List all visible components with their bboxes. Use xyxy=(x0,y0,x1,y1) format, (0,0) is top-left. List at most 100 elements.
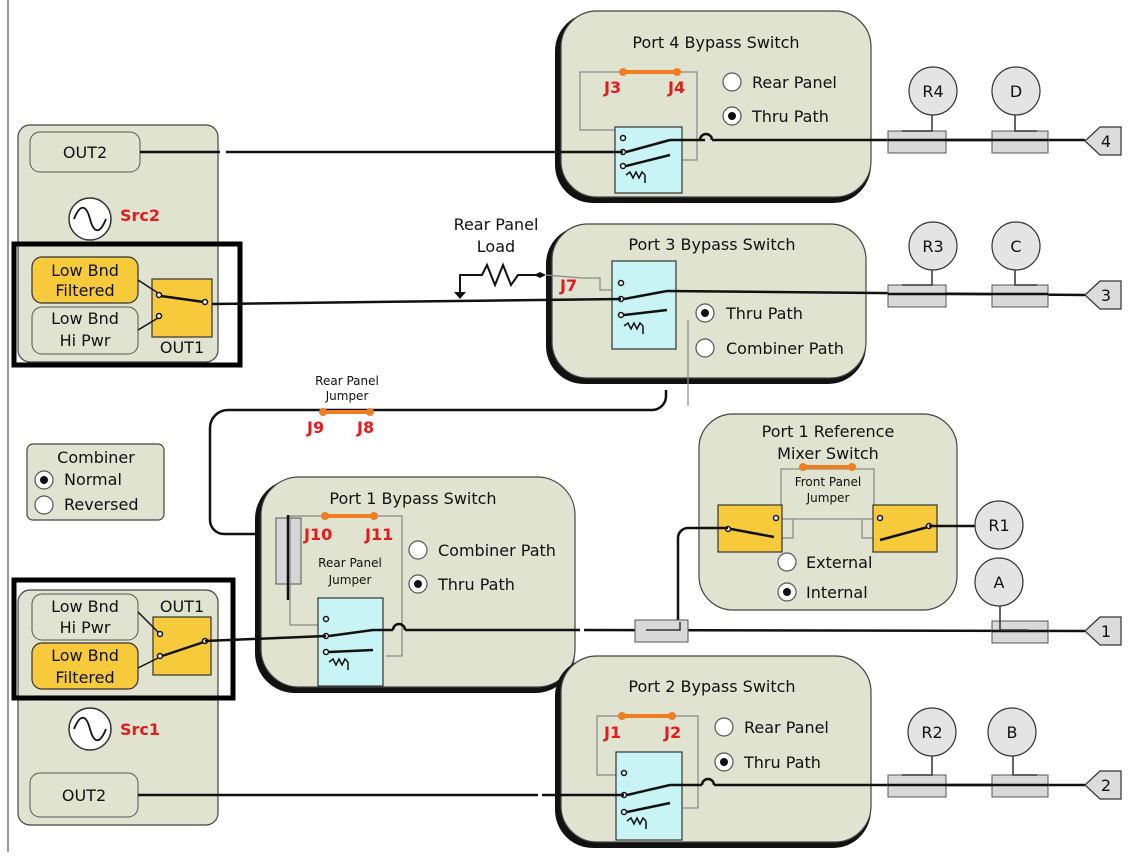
receiver-c-label: C xyxy=(1010,237,1021,256)
src1-name: Src1 xyxy=(120,720,160,739)
src2-filtered-line2: Filtered xyxy=(55,281,114,300)
ref-mixer-radio-external[interactable] xyxy=(777,552,797,572)
receiver-r1[interactable]: R1 xyxy=(974,500,1024,550)
port3-bypass-switch[interactable]: Port 3 Bypass Switch J7 Thru Path Combin… xyxy=(546,223,867,406)
src2-filtered-line1: Low Bnd xyxy=(51,261,119,280)
src1-hipwr-line1: Low Bnd xyxy=(51,597,119,616)
ref-jumper-line1: Front Panel xyxy=(795,475,862,489)
port2-bypass-switch[interactable]: Port 2 Bypass Switch J1 J2 Rear Panel Th… xyxy=(555,655,872,848)
src1-low-band-hi-pwr[interactable] xyxy=(31,593,139,641)
src2-out1-switch xyxy=(151,278,213,338)
src2-hipwr-line1: Low Bnd xyxy=(51,309,119,328)
port-2-connector[interactable]: 2 xyxy=(1084,770,1122,800)
port4-jack-right: J4 xyxy=(667,78,685,97)
receiver-r1-label: R1 xyxy=(988,516,1009,535)
rear-jumper-line1: Rear Panel xyxy=(315,374,379,388)
receiver-r2[interactable]: R2 xyxy=(907,707,957,757)
receiver-b-label: B xyxy=(1007,723,1018,742)
port1-jumper-line2: Jumper xyxy=(328,573,372,587)
src1-out2-label: OUT2 xyxy=(62,786,106,805)
port4-jack-left: J3 xyxy=(603,78,621,97)
src2-low-band-hi-pwr[interactable] xyxy=(31,306,139,355)
src1-source-box: Low Bnd Hi Pwr Low Bnd Filtered OUT1 Src… xyxy=(11,577,236,826)
ref-mixer-title2: Mixer Switch xyxy=(777,444,879,463)
receiver-r3[interactable]: R3 xyxy=(908,221,958,271)
receiver-a[interactable]: A xyxy=(974,557,1024,607)
port4-opt1: Rear Panel xyxy=(752,73,837,92)
src2-sine-icon xyxy=(68,197,112,241)
receiver-d[interactable]: D xyxy=(991,66,1041,116)
port1-jack-right: J11 xyxy=(364,525,393,544)
src2-hipwr-line2: Hi Pwr xyxy=(60,331,111,350)
receiver-r4[interactable]: R4 xyxy=(908,66,958,116)
port2-jack-right: J2 xyxy=(663,723,681,742)
port-2-label: 2 xyxy=(1101,776,1111,795)
combiner-radio-reversed[interactable] xyxy=(34,495,54,515)
port-4-label: 4 xyxy=(1101,132,1111,151)
port4-title: Port 4 Bypass Switch xyxy=(632,33,799,52)
rear-panel-load: Rear Panel Load xyxy=(454,215,583,299)
src2-out2-label: OUT2 xyxy=(63,143,107,162)
port1-reference-mixer-switch[interactable]: Port 1 Reference Mixer Switch Front Pane… xyxy=(698,413,958,611)
port-3-connector[interactable]: 3 xyxy=(1084,280,1122,310)
src1-low-band-filtered[interactable] xyxy=(31,642,139,690)
port3-switch-block xyxy=(611,260,677,350)
port-4-connector[interactable]: 4 xyxy=(1084,126,1122,156)
receiver-r3-label: R3 xyxy=(922,237,943,256)
src1-out1-label: OUT1 xyxy=(160,597,204,616)
port-1-label: 1 xyxy=(1101,622,1111,641)
port-3-label: 3 xyxy=(1101,286,1111,305)
rear-jumper-line2: Jumper xyxy=(325,389,369,403)
ref-mixer-opt2: Internal xyxy=(806,583,868,602)
port1-a-coupler xyxy=(991,606,1049,644)
port2-opt1: Rear Panel xyxy=(744,718,829,737)
port2-radio-rear-panel[interactable] xyxy=(714,717,734,737)
src2-source-box: OUT2 Src2 Low Bnd Filtered Low Bnd Hi Pw… xyxy=(11,124,243,368)
port1-switch-block xyxy=(317,597,384,687)
src1-out1-switch xyxy=(152,616,212,676)
port1-ref-coupler xyxy=(634,619,689,643)
combiner-opt1: Normal xyxy=(64,470,122,489)
src1-filtered-line2: Filtered xyxy=(55,668,114,687)
port2-couplers xyxy=(887,754,1049,798)
port3-title: Port 3 Bypass Switch xyxy=(628,235,795,254)
port2-opt2: Thru Path xyxy=(743,753,821,772)
combiner-title: Combiner xyxy=(57,448,135,467)
rear-panel-jumper-j9-j8: Rear Panel Jumper J9 J8 xyxy=(208,374,668,616)
port1-jumper-line1: Rear Panel xyxy=(318,556,382,570)
port3-radio-combiner-path[interactable] xyxy=(695,338,715,358)
receiver-b[interactable]: B xyxy=(987,707,1037,757)
receiver-d-label: D xyxy=(1010,82,1022,101)
port3-opt2: Combiner Path xyxy=(726,339,844,358)
receiver-r4-label: R4 xyxy=(922,82,943,101)
receiver-a-label: A xyxy=(994,573,1005,592)
port1-bypass-switch[interactable]: Port 1 Bypass Switch J10 J11 Rear Panel … xyxy=(255,476,576,693)
port2-jack-left: J1 xyxy=(603,723,621,742)
port1-radio-combiner-path[interactable] xyxy=(408,540,428,560)
src1-filtered-line1: Low Bnd xyxy=(51,646,119,665)
port4-radio-rear-panel[interactable] xyxy=(722,72,742,92)
port4-bypass-switch[interactable]: Port 4 Bypass Switch J3 J4 Rear Panel Th… xyxy=(555,10,872,203)
rear-load-line1: Rear Panel xyxy=(454,215,539,234)
ref-mixer-opt1: External xyxy=(806,553,872,572)
port4-couplers xyxy=(887,98,1049,154)
port3-couplers xyxy=(887,253,1049,308)
port3-opt1: Thru Path xyxy=(725,304,803,323)
jack-j9: J9 xyxy=(306,418,324,437)
port1-opt2: Thru Path xyxy=(437,575,515,594)
port3-jack: J7 xyxy=(559,276,577,295)
src2-name: Src2 xyxy=(120,206,160,225)
receiver-r2-label: R2 xyxy=(921,723,942,742)
jack-j8: J8 xyxy=(356,418,374,437)
port1-jack-left: J10 xyxy=(303,525,332,544)
ref-jumper-line2: Jumper xyxy=(806,491,850,505)
rear-load-line2: Load xyxy=(477,237,515,256)
port2-title: Port 2 Bypass Switch xyxy=(628,677,795,696)
port-1-connector[interactable]: 1 xyxy=(1084,616,1122,646)
src1-hipwr-line2: Hi Pwr xyxy=(60,618,111,637)
port1-opt1: Combiner Path xyxy=(438,541,556,560)
port4-opt2: Thru Path xyxy=(751,107,829,126)
receiver-c[interactable]: C xyxy=(991,221,1041,271)
